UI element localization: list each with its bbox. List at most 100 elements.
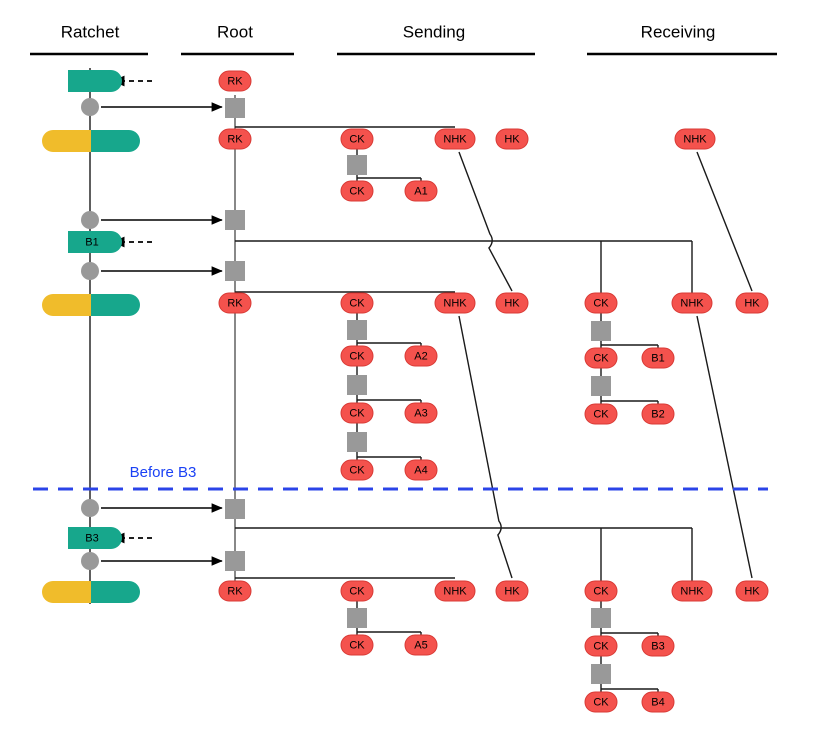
root-kdf-box-2 xyxy=(225,261,245,281)
receiving-message-key-0-2-shape xyxy=(641,403,675,425)
root-key-2-shape xyxy=(218,292,252,314)
sending-chain-key-2-1-shape xyxy=(340,634,374,656)
receiving-chain-key-0-1: CK xyxy=(584,347,618,369)
sending-chain-key-1-1-label: CK xyxy=(349,351,365,363)
sending-message-key-1-3-shape xyxy=(404,459,438,481)
receiving-standalone-next-header-key: NHK xyxy=(674,128,716,150)
receiving-header-key-0-label: HK xyxy=(744,298,760,310)
sending-chain-key-2-1: CK xyxy=(340,634,374,656)
column-header-ratchet: Ratchet xyxy=(61,22,120,41)
sending-next-header-key-2-shape xyxy=(434,580,476,602)
sending-next-header-key-2-label: NHK xyxy=(443,586,467,598)
receiving-chain-key-1-2-shape xyxy=(584,691,618,713)
sending-header-key-1: HK xyxy=(495,292,529,314)
receiving-header-key-1-shape xyxy=(735,580,769,602)
diagonal-receiving-nhk-0 xyxy=(696,151,753,292)
sending-chain-key-2-0-label: CK xyxy=(349,586,365,598)
receiving-message-key-1-1-shape xyxy=(641,635,675,657)
sending-header-key-1-label: HK xyxy=(504,298,520,310)
sending-message-key-0-1-shape xyxy=(404,180,438,202)
receiving-next-header-key-0-shape xyxy=(671,292,713,314)
sending-kdf-box-1-2 xyxy=(347,375,367,395)
root-key-1-label: RK xyxy=(227,134,243,146)
receiving-kdf-box-0-2 xyxy=(591,376,611,396)
diagonal-sending-nhk-2 xyxy=(458,315,513,579)
receiving-header-key-0: HK xyxy=(735,292,769,314)
ratchet-half-key-0 xyxy=(68,70,122,92)
sending-header-key-1-shape xyxy=(495,292,529,314)
sending-message-key-1-2-label: A3 xyxy=(414,408,427,420)
receiving-chain-key-0-2: CK xyxy=(584,403,618,425)
sending-header-key-2-shape xyxy=(495,580,529,602)
sending-message-key-1-1: A2 xyxy=(404,345,438,367)
sending-kdf-box-2-1 xyxy=(347,608,367,628)
receiving-chain-key-1-1-shape xyxy=(584,635,618,657)
sending-kdf-box-1-1 xyxy=(347,320,367,340)
sending-chain-key-1-3-shape xyxy=(340,459,374,481)
sending-chain-key-0-1-shape xyxy=(340,180,374,202)
sending-chain-key-1-2-shape xyxy=(340,402,374,424)
sending-next-header-key-1-label: NHK xyxy=(443,298,467,310)
ratchet-half-key-2: B3 xyxy=(68,527,122,549)
column-header-sending: Sending xyxy=(403,22,465,41)
receiving-kdf-box-1-2 xyxy=(591,664,611,684)
ratchet-half-key-shape-1 xyxy=(68,231,122,253)
sending-chain-key-1-0: CK xyxy=(340,292,374,314)
receiving-message-key-1-2-shape xyxy=(641,691,675,713)
ratchet-half-key-1: B1 xyxy=(68,231,122,253)
sending-message-key-2-1-label: A5 xyxy=(414,640,427,652)
sending-chain-key-1-3: CK xyxy=(340,459,374,481)
sending-next-header-key-2: NHK xyxy=(434,580,476,602)
diagonal-sending-nhk-1 xyxy=(458,151,513,292)
receiving-next-header-key-0: NHK xyxy=(671,292,713,314)
root-key-2-label: RK xyxy=(227,298,243,310)
ratchet-dot-3 xyxy=(81,499,99,517)
receiving-chain-key-0-2-shape xyxy=(584,403,618,425)
sending-chain-key-1-0-label: CK xyxy=(349,298,365,310)
root-kdf-box-3 xyxy=(225,499,245,519)
before-b3-divider: Before B3 xyxy=(33,464,768,491)
root-key-3-label: RK xyxy=(227,586,243,598)
receiving-chain-key-1-2: CK xyxy=(584,691,618,713)
ratchet-full-key-left-1 xyxy=(42,294,91,316)
sending-next-header-key-0-shape xyxy=(434,128,476,150)
root-key-3-shape xyxy=(218,580,252,602)
sending-header-key-0: HK xyxy=(495,128,529,150)
sending-chain-key-0-0-shape xyxy=(340,128,374,150)
ratchet-full-key-2 xyxy=(42,581,140,603)
ratchet-half-key-label-1: B1 xyxy=(85,237,98,249)
sending-next-header-key-1-shape xyxy=(434,292,476,314)
ratchet-half-key-label-2: B3 xyxy=(85,533,98,545)
sending-chain-key-1-1: CK xyxy=(340,345,374,367)
receiving-header-key-0-shape xyxy=(735,292,769,314)
root-key-1: RK xyxy=(218,128,252,150)
receiving-chain-key-1-1: CK xyxy=(584,635,618,657)
ratchet-dot-1 xyxy=(81,211,99,229)
sending-chain-key-0-1-label: CK xyxy=(349,186,365,198)
receiving-chain-key-0-1-shape xyxy=(584,347,618,369)
receiving-message-key-1-2: B4 xyxy=(641,691,675,713)
receiving-chain-key-0-0-label: CK xyxy=(593,298,609,310)
receiving-chain-key-1-2-label: CK xyxy=(593,697,609,709)
receiving-chain-key-0-2-label: CK xyxy=(593,409,609,421)
sending-chain-key-1-2-label: CK xyxy=(349,408,365,420)
sending-header-key-0-label: HK xyxy=(504,134,520,146)
root-key-3: RK xyxy=(218,580,252,602)
receiving-kdf-box-1-1 xyxy=(591,608,611,628)
sending-message-key-1-2: A3 xyxy=(404,402,438,424)
sending-message-key-1-1-shape xyxy=(404,345,438,367)
root-key-0-shape xyxy=(218,70,252,92)
receiving-message-key-0-1-label: B1 xyxy=(651,353,664,365)
ratchet-full-key-right-0 xyxy=(91,130,140,152)
sending-kdf-box-1-3 xyxy=(347,432,367,452)
sending-chain-key-2-0: CK xyxy=(340,580,374,602)
root-key-0: RK xyxy=(218,70,252,92)
receiving-message-key-1-1: B3 xyxy=(641,635,675,657)
receiving-chain-key-0-0-shape xyxy=(584,292,618,314)
sending-chain-key-2-0-shape xyxy=(340,580,374,602)
sending-message-key-2-1: A5 xyxy=(404,634,438,656)
sending-message-key-1-2-shape xyxy=(404,402,438,424)
